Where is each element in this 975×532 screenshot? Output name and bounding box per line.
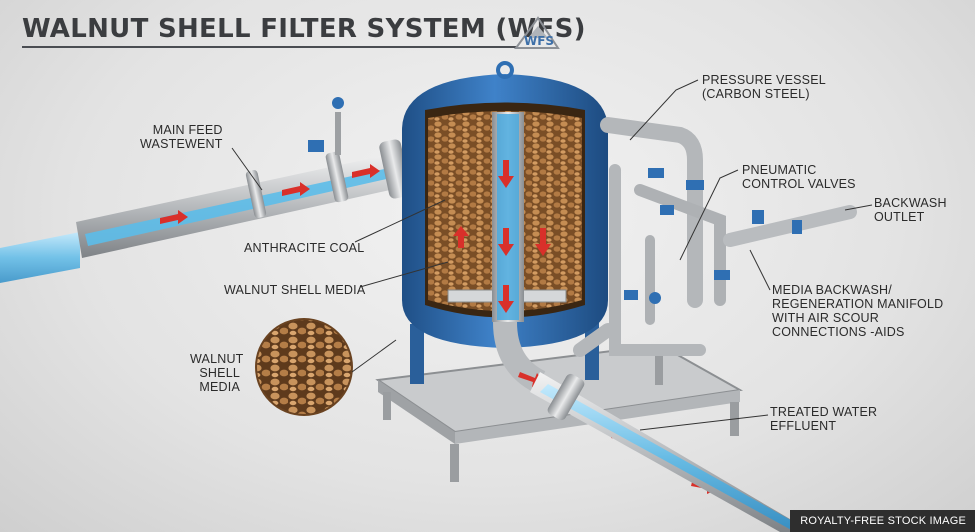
label-pressure-vessel: PRESSURE VESSEL(CARBON STEEL) <box>702 73 826 101</box>
pressure-vessel <box>402 61 608 393</box>
inlet-pipe <box>0 97 411 283</box>
logo-text: WFS <box>524 34 555 48</box>
page-title: WALNUT SHELL FILTER SYSTEM (WFS) <box>22 14 586 44</box>
wfs-logo-icon <box>514 16 560 49</box>
stock-image-badge: ROYALTY-FREE STOCK IMAGE <box>790 510 975 532</box>
control-valve-handles <box>624 168 802 304</box>
outlet-pipe <box>530 372 812 532</box>
label-anthracite-coal: ANTHRACITE COAL <box>244 241 365 255</box>
callout-leaders <box>231 79 873 431</box>
walnut-inset <box>255 318 353 416</box>
title-underline <box>22 46 517 48</box>
label-walnut-shell-media: WALNUT SHELL MEDIA <box>224 283 366 297</box>
